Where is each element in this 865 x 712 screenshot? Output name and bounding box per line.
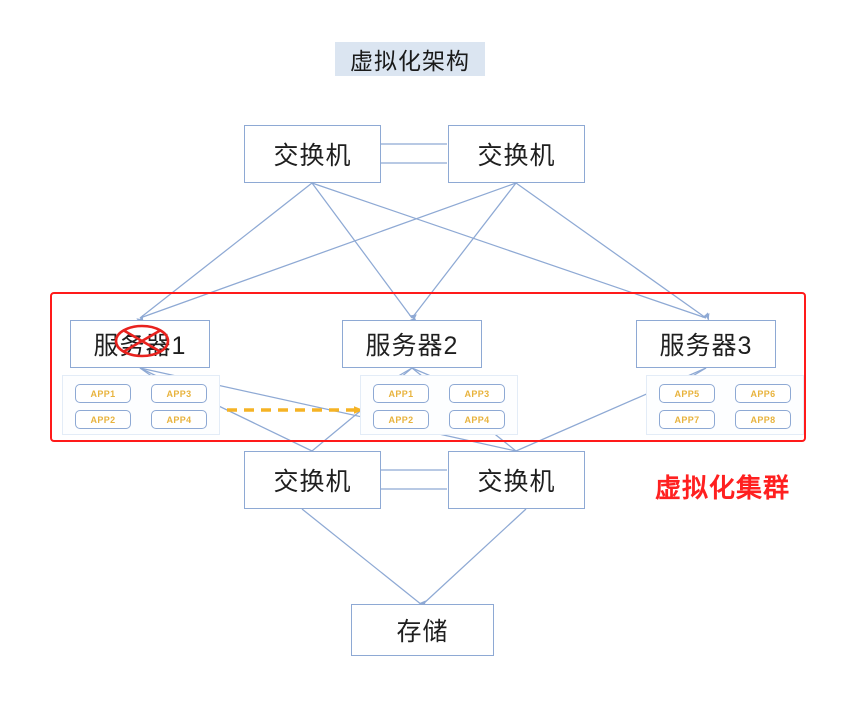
app-box[interactable]: APP1 [75,384,131,403]
app-box[interactable]: APP4 [151,410,207,429]
server-2[interactable]: 服务器2 [342,320,482,368]
app-box[interactable]: APP4 [449,410,505,429]
app-box[interactable]: APP5 [659,384,715,403]
switch-top-right[interactable]: 交换机 [448,125,585,183]
switch-bottom-right[interactable]: 交换机 [448,451,585,509]
app-box[interactable]: APP1 [373,384,429,403]
switch-top-left[interactable]: 交换机 [244,125,381,183]
app-box[interactable]: APP6 [735,384,791,403]
server-3[interactable]: 服务器3 [636,320,776,368]
app-box[interactable]: APP7 [659,410,715,429]
storage-node[interactable]: 存储 [351,604,494,656]
switch-bottom-left[interactable]: 交换机 [244,451,381,509]
app-box[interactable]: APP2 [373,410,429,429]
app-tray-server-1: APP1 APP3 APP2 APP4 [62,375,220,435]
cluster-label: 虚拟化集群 [655,473,791,503]
server-failure-icon [114,324,170,358]
app-box[interactable]: APP3 [449,384,505,403]
page-title: 虚拟化架构 [335,42,485,76]
app-box[interactable]: APP8 [735,410,791,429]
virtualization-cluster-boundary [50,292,806,442]
app-tray-server-3: APP5 APP6 APP7 APP8 [646,375,804,435]
app-tray-server-2: APP1 APP3 APP2 APP4 [360,375,518,435]
app-box[interactable]: APP3 [151,384,207,403]
server-1[interactable]: 服务器1 [70,320,210,368]
app-box[interactable]: APP2 [75,410,131,429]
